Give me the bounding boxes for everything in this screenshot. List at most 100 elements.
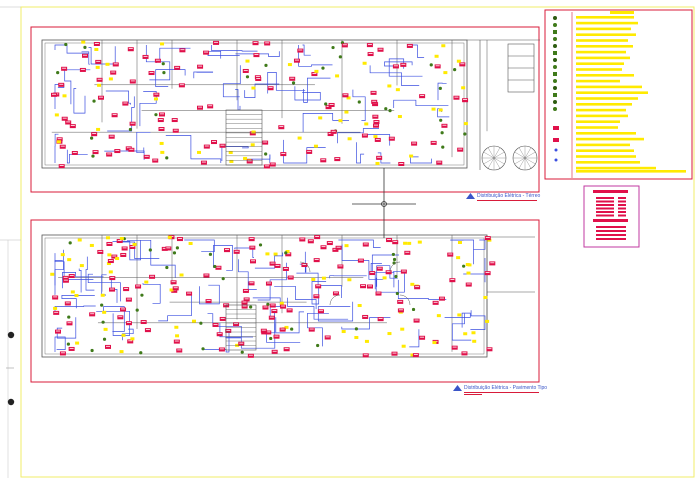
circuit-tag-text xyxy=(219,348,224,350)
legend-symbol xyxy=(553,93,557,97)
circuit-tag xyxy=(286,308,293,313)
circuit-run xyxy=(393,99,449,108)
circuit-tag-text xyxy=(386,271,391,273)
circuit-tag-text xyxy=(437,161,442,163)
circuit-tag xyxy=(242,288,249,293)
outlet-symbol xyxy=(77,238,82,242)
circuit-tag xyxy=(109,276,116,281)
outlet-symbol xyxy=(54,113,59,117)
circuit-tag xyxy=(212,322,219,327)
circuit-run xyxy=(238,259,257,290)
circuit-tag xyxy=(282,266,289,271)
circuit-run xyxy=(54,133,59,163)
legend-symbol xyxy=(553,23,557,27)
circuit-tag-text xyxy=(315,236,320,237)
outlet-symbol xyxy=(159,141,164,145)
circuit-tag xyxy=(105,344,112,349)
plan-frame-upper xyxy=(30,26,540,193)
circuit-tag xyxy=(62,278,69,283)
floor-plan-lower[interactable] xyxy=(30,219,540,383)
switch-symbol xyxy=(66,342,70,346)
outlet-symbol xyxy=(431,107,436,111)
outlet-symbol xyxy=(105,236,110,240)
circuit-tag xyxy=(127,47,134,52)
switch-symbol xyxy=(92,99,96,103)
legend-panel[interactable] xyxy=(544,9,693,180)
circuit-tag-text xyxy=(54,311,59,313)
circuit-run xyxy=(473,239,486,250)
circuit-tag xyxy=(432,300,439,305)
circuit-tag xyxy=(95,59,102,64)
circuit-tag-text xyxy=(316,285,321,287)
circuit-tag-text xyxy=(83,54,88,56)
outlet-symbol xyxy=(410,282,415,286)
legend-line xyxy=(576,103,632,106)
outlet-symbol xyxy=(102,310,107,314)
switch-symbol xyxy=(284,251,288,255)
circuit-tag-text xyxy=(60,145,65,147)
circuit-tag xyxy=(120,252,127,257)
circuit-run xyxy=(225,323,276,349)
circuit-tag xyxy=(438,296,445,301)
outlet-symbol xyxy=(341,330,346,334)
switch-symbol xyxy=(165,265,169,270)
circuit-tag-text xyxy=(270,304,275,306)
circuit-tag-text xyxy=(111,71,116,73)
detail-panel[interactable] xyxy=(583,185,640,248)
circuit-run xyxy=(444,312,471,328)
circuit-tag xyxy=(377,47,384,52)
outlet-symbol xyxy=(96,127,101,131)
circuit-run xyxy=(337,128,379,144)
outlet-symbol xyxy=(265,252,270,256)
circuit-tag-text xyxy=(309,328,314,330)
floor-plan-upper[interactable] xyxy=(30,26,540,193)
switch-symbol xyxy=(221,277,225,281)
circuit-tag-text xyxy=(162,247,167,249)
circuit-tag xyxy=(241,304,248,309)
switch-symbol xyxy=(395,291,399,296)
detail-line xyxy=(596,211,614,213)
circuit-tag-text xyxy=(460,63,465,65)
outlet-symbol xyxy=(485,319,490,323)
circuit-tag-text xyxy=(204,51,209,53)
circuit-tag xyxy=(250,259,257,264)
switch-symbol xyxy=(101,320,105,324)
caption-underline xyxy=(464,392,539,393)
switch-symbol xyxy=(64,42,68,47)
outlet-symbol xyxy=(483,295,488,299)
circuit-tag xyxy=(117,315,124,320)
circuit-tag-text xyxy=(59,165,64,166)
circuit-tag xyxy=(196,105,203,110)
circuit-tag xyxy=(376,266,383,271)
circuit-tag xyxy=(116,239,123,244)
outlet-symbol xyxy=(434,54,439,58)
circuit-tag-text xyxy=(59,83,64,85)
circuit-tag-text xyxy=(220,317,225,319)
circuit-tag-text xyxy=(63,279,68,281)
outlet-symbol xyxy=(443,71,448,75)
legend-line xyxy=(576,91,648,94)
circuit-tag xyxy=(271,309,278,314)
circuit-tag xyxy=(267,86,274,91)
circuit-tag xyxy=(332,291,339,296)
circuit-tag xyxy=(449,278,456,283)
circuit-tag-text xyxy=(452,346,457,348)
circuit-tag xyxy=(268,315,275,320)
circuit-run xyxy=(213,245,233,271)
legend-symbol xyxy=(553,37,557,41)
circuit-tag xyxy=(149,274,156,279)
outlet-symbol xyxy=(175,334,180,338)
outlet-symbol xyxy=(335,74,340,78)
legend-line xyxy=(576,170,686,173)
outlet-symbol xyxy=(81,40,86,44)
circuit-run xyxy=(155,69,186,87)
circuit-run xyxy=(352,89,366,121)
circuit-tag-text xyxy=(401,270,406,272)
circuit-tag-text xyxy=(389,137,394,139)
outlet-symbol xyxy=(318,116,323,120)
circuit-tag xyxy=(171,118,178,123)
circuit-run xyxy=(126,239,176,278)
circuit-run xyxy=(199,284,220,305)
rotunda-ray xyxy=(524,157,536,165)
